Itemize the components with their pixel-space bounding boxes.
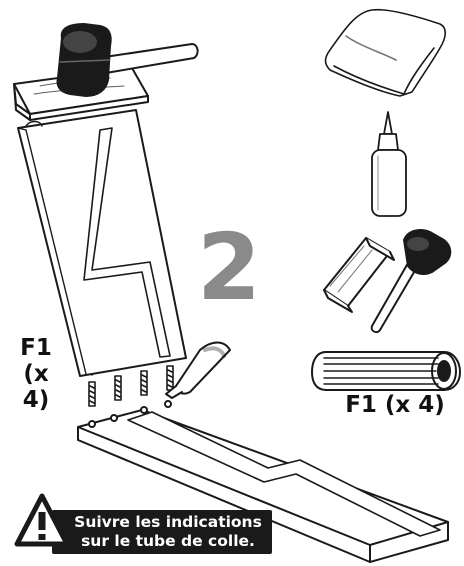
dowel-icon: [311, 351, 461, 391]
warning-line-2: sur le tube de colle.: [81, 532, 255, 550]
step-number: 2: [196, 214, 261, 321]
dowel-label-left-qty: (x 4): [22, 361, 50, 413]
glue-bottle-icon: [371, 111, 407, 217]
warning-triangle-icon: [14, 493, 70, 547]
dowel-label-right: F1 (x 4): [345, 392, 445, 418]
warning-text: Suivre les indications sur le tube de co…: [66, 513, 270, 551]
glue-bottle-applying: [165, 341, 231, 399]
warning-banner: Suivre les indications sur le tube de co…: [52, 510, 272, 554]
hammer-block-icon: [323, 229, 452, 334]
base-board: [77, 400, 449, 563]
cloth-icon: [324, 8, 447, 97]
upright-panel: [17, 109, 187, 377]
mallet-main: [56, 23, 199, 97]
dowel-label-left: F1 (x 4): [8, 335, 64, 413]
warning-line-1: Suivre les indications: [74, 513, 262, 531]
dowel-label-left-code: F1: [20, 335, 52, 361]
